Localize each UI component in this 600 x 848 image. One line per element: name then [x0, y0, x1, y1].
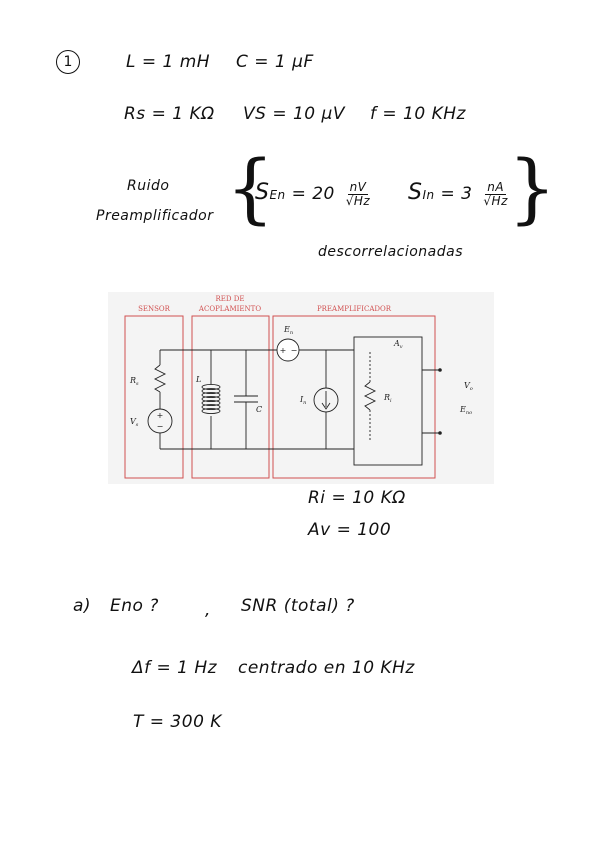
vs-source: [147, 408, 173, 434]
svg-text:−: −: [157, 422, 164, 431]
question-part: a): [73, 596, 92, 616]
svg-text:−: −: [291, 346, 298, 355]
in-source: [313, 387, 339, 413]
sin-unit: nA √Hz: [481, 179, 509, 208]
amplifier-block: [353, 336, 423, 466]
eno-label: Eno: [459, 405, 472, 416]
given-L: L = 1 mH: [126, 52, 211, 72]
rs-label: Rs: [129, 376, 139, 387]
noise-label-1: Ruido: [127, 178, 170, 194]
given-Vs: VS = 10 µV: [243, 104, 345, 124]
sin-unit-num: nA: [485, 179, 507, 195]
c-label: C: [256, 405, 262, 414]
sen-eq: = 20: [291, 184, 335, 204]
l-label: L: [195, 375, 201, 384]
rs-resistor: [153, 364, 167, 393]
section-red-label-1: RED DE: [216, 295, 245, 303]
circuit-diagram: SENSOR RED DE ACOPLAMIENTO PREAMPLIFICAD…: [108, 292, 494, 484]
problem-number-text: 1: [63, 54, 73, 70]
coupling-frame: [191, 315, 270, 479]
question-eno: Eno ?: [110, 596, 159, 616]
centered-note: centrado en 10 KHz: [238, 658, 415, 678]
out-terminal-bottom: [438, 431, 442, 435]
svg-text:+: +: [280, 346, 287, 355]
en-label: En: [283, 325, 293, 336]
in-label: In: [299, 395, 306, 406]
question-sep: ,: [205, 600, 211, 620]
sin-S: S: [408, 180, 423, 205]
section-pre-label: PREAMPLIFICADOR: [317, 305, 392, 313]
given-Rs: Rs = 1 KΩ: [124, 104, 215, 124]
sin-expression: SIn = 3 nA √Hz: [408, 180, 510, 208]
svg-text:+: +: [157, 411, 164, 420]
sensor-frame: [124, 315, 184, 479]
ri-label: Ri: [383, 393, 392, 404]
problem-number: 1: [56, 50, 80, 74]
sin-unit-den: √Hz: [483, 193, 508, 208]
sen-S: S: [255, 180, 270, 205]
sin-eq: = 3: [440, 184, 473, 204]
av-label: Av: [393, 339, 403, 350]
left-brace: {: [226, 143, 275, 232]
given-C: C = 1 µF: [236, 52, 314, 72]
noise-note: descorrelacionadas: [318, 244, 464, 260]
right-brace: }: [508, 143, 557, 232]
inductor-coil: [201, 383, 221, 415]
ri-value: Ri = 10 KΩ: [308, 488, 406, 508]
vs-label: Vs: [130, 417, 139, 428]
av-value: Av = 100: [308, 520, 392, 540]
vo-label: Vo: [464, 381, 473, 392]
question-snr: SNR (total) ?: [241, 596, 355, 616]
given-f: f = 10 KHz: [370, 104, 466, 124]
ri-resistor: [363, 381, 377, 411]
sin-sub: In: [422, 188, 435, 202]
bandwidth: Δf = 1 Hz: [132, 658, 218, 678]
sen-sub: En: [269, 188, 286, 202]
sen-expression: SEn = 20 nV √Hz: [255, 180, 372, 208]
temperature: T = 300 K: [133, 712, 222, 732]
sen-unit-den: √Hz: [345, 193, 371, 208]
noise-label-2: Preamplificador: [96, 208, 214, 224]
sen-unit: nV √Hz: [344, 179, 372, 208]
sen-unit-num: nV: [347, 179, 369, 195]
section-red-label-2: ACOPLAMIENTO: [198, 305, 261, 313]
section-sensor-label: SENSOR: [138, 305, 171, 313]
circuit-svg: SENSOR RED DE ACOPLAMIENTO PREAMPLIFICAD…: [124, 295, 473, 479]
en-source: [276, 338, 300, 362]
preamp-frame: [272, 315, 436, 479]
out-terminal-top: [438, 368, 442, 372]
